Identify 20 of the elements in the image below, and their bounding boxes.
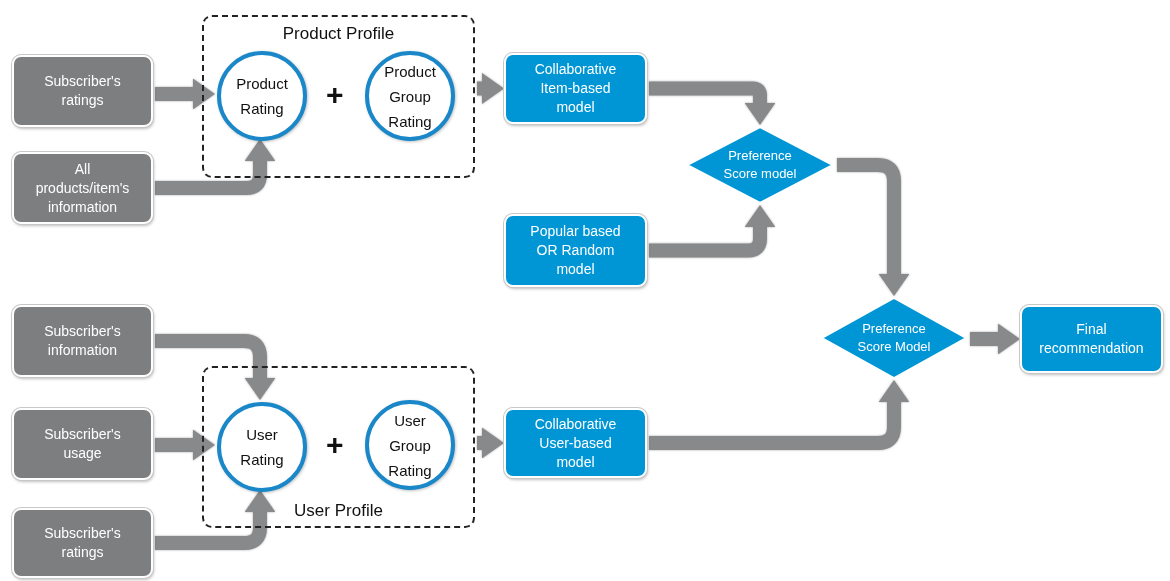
- group-title: Product Profile: [281, 24, 396, 44]
- model-box: Final recommendation: [1020, 305, 1163, 373]
- model-box: Popular based OR Random model: [504, 214, 647, 287]
- input-box: Subscriber's ratings: [12, 55, 153, 127]
- input-box: Subscriber's information: [12, 305, 153, 377]
- dashed-group-frame: [202, 366, 475, 528]
- group-title: User Profile: [293, 501, 384, 521]
- rating-circle: Product Group Rating: [365, 51, 455, 141]
- model-box: Collaborative User-based model: [504, 408, 647, 478]
- model-box: Collaborative Item-based model: [504, 53, 647, 124]
- decision-diamond: Preference Score Model: [820, 296, 968, 380]
- plus-sign: +: [326, 430, 344, 460]
- rating-circle: User Rating: [217, 402, 307, 492]
- rating-circle: User Group Rating: [365, 400, 455, 490]
- input-box: All products/item's information: [12, 152, 153, 224]
- input-box: Subscriber's ratings: [12, 508, 153, 578]
- rating-circle: Product Rating: [217, 51, 307, 141]
- input-box: Subscriber's usage: [12, 408, 153, 480]
- dashed-group-frame: [202, 15, 475, 178]
- plus-sign: +: [326, 80, 344, 110]
